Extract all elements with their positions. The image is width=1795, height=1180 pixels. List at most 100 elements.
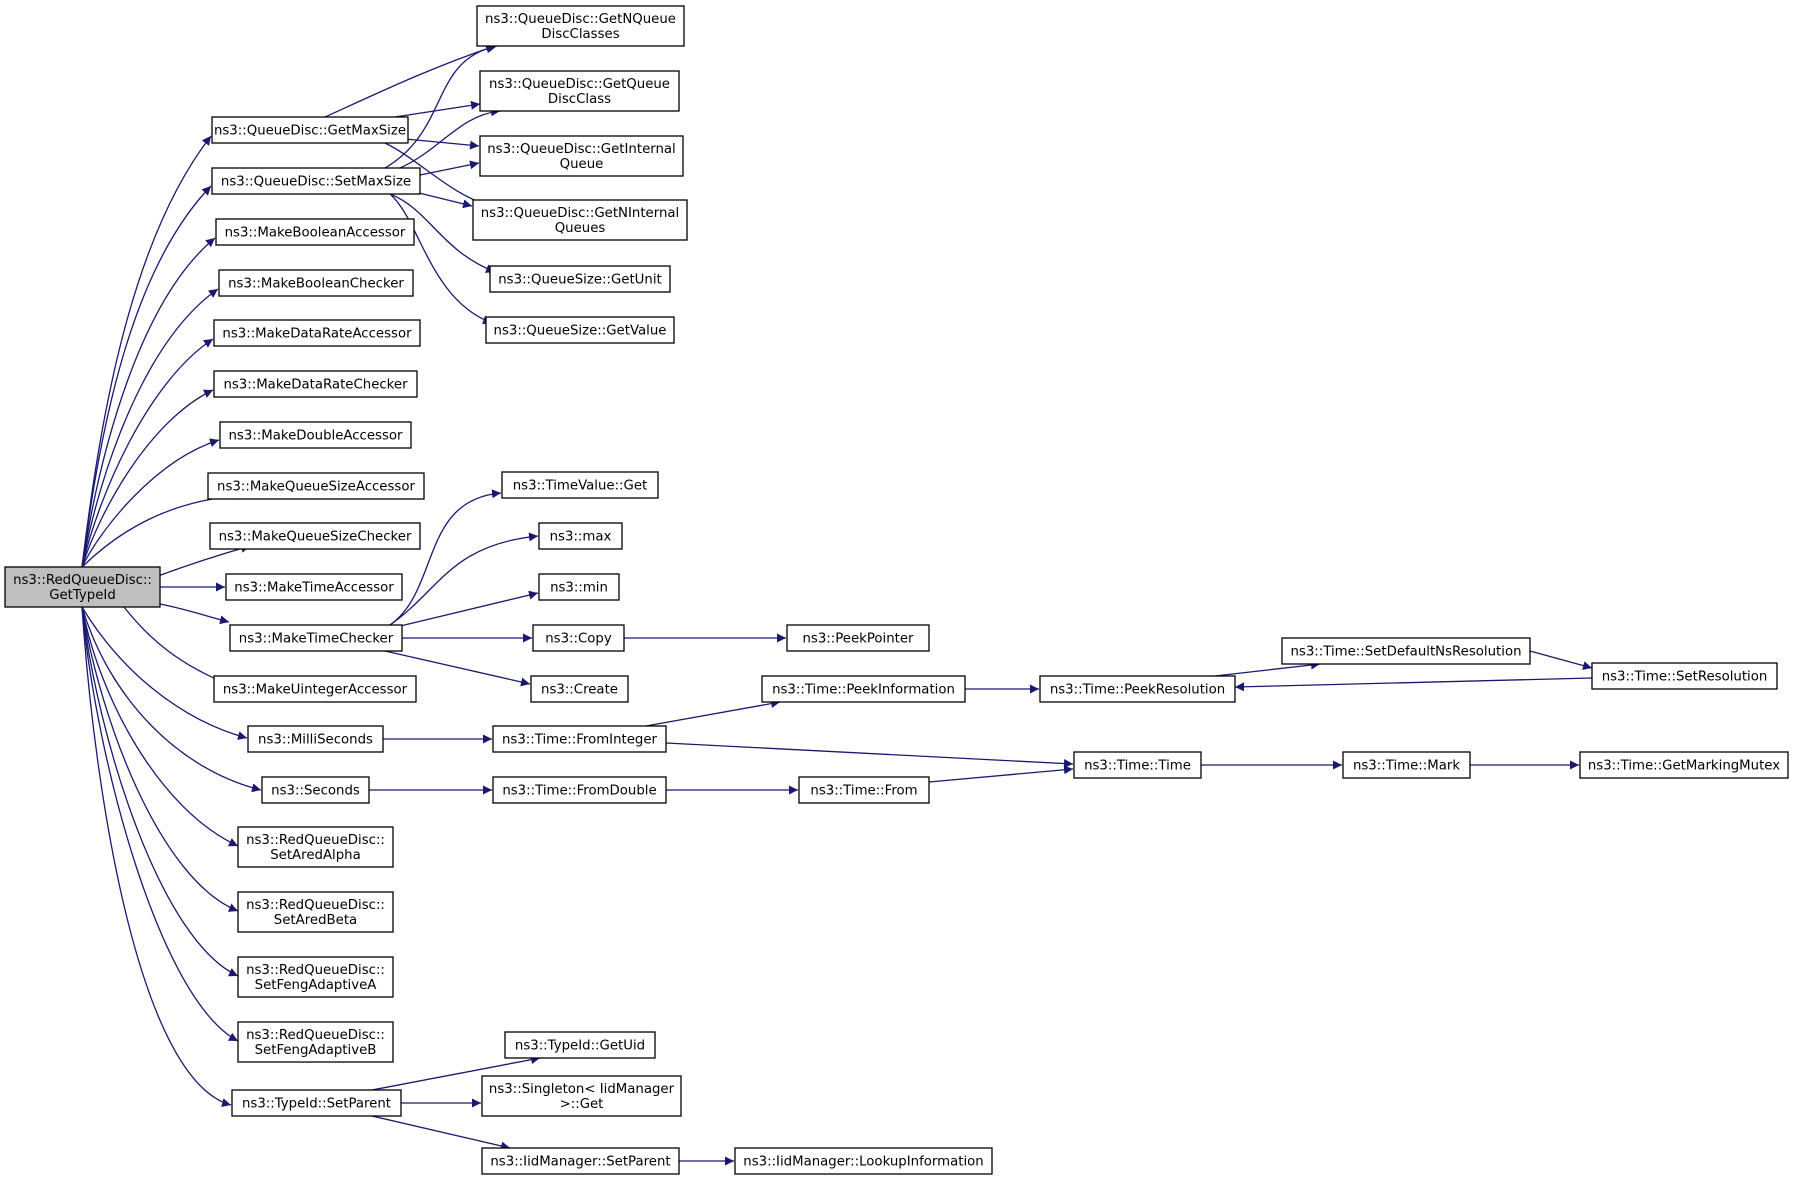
node-label: ns3::max — [550, 530, 612, 545]
node-mkqsizechk[interactable]: ns3::MakeQueueSizeChecker — [209, 522, 421, 550]
node-box — [734, 1147, 993, 1175]
node-mktimeacc[interactable]: ns3::MakeTimeAccessor — [225, 573, 403, 601]
node-label: ns3::Copy — [545, 632, 612, 647]
call-edge — [389, 193, 493, 325]
node-mkbooleanchk[interactable]: ns3::MakeBooleanChecker — [218, 269, 414, 297]
node-label: ns3::min — [550, 581, 608, 596]
node-box — [501, 471, 659, 499]
node-label: ns3::Time::PeekInformation — [772, 683, 955, 698]
node-label: SetFengAdaptiveB — [255, 1043, 377, 1058]
call-edge — [81, 135, 212, 568]
node-setres[interactable]: ns3::Time::SetResolution — [1591, 662, 1778, 690]
node-timevalueget[interactable]: ns3::TimeValue::Get — [501, 471, 659, 499]
node-lookupinfo[interactable]: ns3::IidManager::LookupInformation — [734, 1147, 993, 1175]
node-from[interactable]: ns3::Time::From — [798, 776, 930, 804]
node-aredbeta[interactable]: ns3::RedQueueDisc::SetAredBeta — [237, 891, 394, 933]
node-max[interactable]: ns3::max — [538, 522, 623, 550]
node-copy[interactable]: ns3::Copy — [532, 624, 625, 652]
node-box — [1579, 751, 1789, 779]
node-min[interactable]: ns3::min — [538, 573, 620, 601]
node-label: ns3::MakeDoubleAccessor — [228, 429, 403, 444]
node-label: ns3::TypeId::SetParent — [242, 1097, 391, 1112]
node-label: ns3::QueueDisc::SetMaxSize — [221, 175, 411, 190]
node-box — [1342, 751, 1471, 779]
call-edge — [645, 699, 781, 727]
call-nodes: ns3::RedQueueDisc::GetTypeId ns3::QueueDi… — [4, 5, 1789, 1175]
node-box — [261, 776, 370, 804]
call-edge — [389, 193, 496, 273]
call-edge — [81, 606, 239, 1042]
node-box — [237, 826, 394, 868]
node-box — [218, 269, 414, 297]
node-fenga[interactable]: ns3::RedQueueDisc::SetFengAdaptiveA — [237, 956, 394, 998]
node-label: ns3::RedQueueDisc:: — [13, 573, 152, 588]
node-time[interactable]: ns3::Time::Time — [1073, 751, 1202, 779]
call-edge — [81, 288, 219, 568]
node-label: ns3::Time::SetResolution — [1602, 670, 1768, 685]
node-frominteger[interactable]: ns3::Time::FromInteger — [492, 725, 667, 753]
node-qsgetunit[interactable]: ns3::QueueSize::GetUnit — [489, 265, 671, 293]
node-box — [472, 199, 688, 241]
node-label: ns3::MakeTimeChecker — [239, 632, 394, 647]
node-mkbooleanacc[interactable]: ns3::MakeBooleanAccessor — [215, 218, 415, 246]
call-edge — [414, 160, 480, 177]
node-mark[interactable]: ns3::Time::Mark — [1342, 751, 1471, 779]
node-box — [237, 956, 394, 998]
node-aredalpha[interactable]: ns3::RedQueueDisc::SetAredAlpha — [237, 826, 394, 868]
node-peekpointer[interactable]: ns3::PeekPointer — [786, 624, 930, 652]
call-edge — [389, 532, 539, 626]
node-box — [213, 370, 418, 398]
node-label: ns3::Create — [541, 683, 618, 698]
node-fengb[interactable]: ns3::RedQueueDisc::SetFengAdaptiveB — [237, 1021, 394, 1063]
node-label: ns3::MakeQueueSizeAccessor — [217, 480, 415, 495]
node-typeidsetparent[interactable]: ns3::TypeId::SetParent — [231, 1089, 402, 1117]
node-getuid[interactable]: ns3::TypeId::GetUid — [504, 1031, 656, 1059]
call-edge — [384, 43, 498, 169]
node-label: GetTypeId — [49, 588, 116, 603]
node-create[interactable]: ns3::Create — [530, 675, 629, 703]
call-edge — [81, 606, 239, 977]
node-peekres[interactable]: ns3::Time::PeekResolution — [1039, 675, 1236, 703]
node-setmaxsize[interactable]: ns3::QueueDisc::SetMaxSize — [211, 167, 421, 195]
node-peekinfo[interactable]: ns3::Time::PeekInformation — [761, 675, 966, 703]
node-label: DiscClass — [548, 92, 611, 107]
node-mktimechk[interactable]: ns3::MakeTimeChecker — [229, 624, 403, 652]
node-label: ns3::QueueDisc::GetMaxSize — [214, 124, 406, 139]
node-label: DiscClasses — [541, 27, 619, 42]
node-box — [492, 776, 667, 804]
node-label: ns3::Time::PeekResolution — [1050, 683, 1225, 698]
node-label: ns3::Seconds — [271, 784, 360, 799]
node-milliseconds[interactable]: ns3::MilliSeconds — [247, 725, 384, 753]
call-edge — [81, 606, 248, 741]
node-label: ns3::MakeTimeAccessor — [234, 581, 394, 596]
node-mkqsizeacc[interactable]: ns3::MakeQueueSizeAccessor — [207, 472, 425, 500]
node-mkdataratechk[interactable]: ns3::MakeDataRateChecker — [213, 370, 418, 398]
node-iidsetparent[interactable]: ns3::IidManager::SetParent — [481, 1147, 680, 1175]
node-box — [237, 891, 394, 933]
node-box — [211, 116, 409, 144]
node-getmaxsize[interactable]: ns3::QueueDisc::GetMaxSize — [211, 116, 409, 144]
node-box — [229, 624, 403, 652]
node-label: ns3::Time::FromInteger — [502, 733, 658, 748]
node-label: SetFengAdaptiveA — [255, 978, 377, 993]
node-box — [786, 624, 930, 652]
node-singletonget[interactable]: ns3::Singleton< IidManager>::Get — [481, 1075, 682, 1117]
node-box — [1039, 675, 1236, 703]
node-label: ns3::QueueDisc::GetNInternal — [481, 206, 679, 221]
call-edge — [157, 544, 251, 577]
node-mkdoubleacc[interactable]: ns3::MakeDoubleAccessor — [219, 421, 412, 449]
node-mkuintacc[interactable]: ns3::MakeUintegerAccessor — [213, 675, 417, 703]
call-edge — [81, 606, 232, 1107]
node-qsgetvalue[interactable]: ns3::QueueSize::GetValue — [485, 316, 675, 344]
node-setdefns[interactable]: ns3::Time::SetDefaultNsResolution — [1281, 637, 1531, 665]
node-getmarkingmutex[interactable]: ns3::Time::GetMarkingMutex — [1579, 751, 1789, 779]
node-mkdatarateacc[interactable]: ns3::MakeDataRateAccessor — [213, 319, 421, 347]
call-edge — [1214, 660, 1321, 677]
node-seconds[interactable]: ns3::Seconds — [261, 776, 370, 804]
node-fromdouble[interactable]: ns3::Time::FromDouble — [492, 776, 667, 804]
node-root[interactable]: ns3::RedQueueDisc::GetTypeId — [4, 566, 161, 608]
